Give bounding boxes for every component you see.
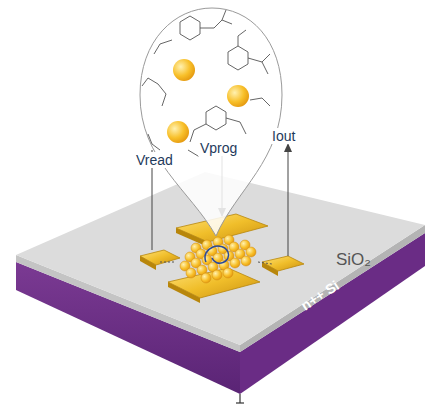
leader-line (288, 145, 289, 256)
nanoparticle (167, 121, 189, 143)
current-loop (205, 246, 229, 263)
ground-wire (239, 394, 240, 403)
layer-name: SiO₂ (336, 250, 371, 270)
molecule-sketch (142, 10, 270, 156)
wire (160, 262, 176, 263)
nanoparticle-network (180, 235, 256, 283)
arrow-head (284, 143, 292, 152)
signal-name: Iout (270, 128, 297, 144)
zoom-bubble (140, 8, 282, 236)
wire (258, 262, 272, 264)
signal-name: Vprog (198, 140, 239, 156)
nanoparticle (227, 85, 249, 107)
signal-name: Vread (134, 152, 175, 168)
ground-tick (236, 402, 244, 403)
electrode-side (140, 256, 156, 270)
electrode-side (168, 282, 200, 303)
nanoparticle (173, 59, 195, 81)
